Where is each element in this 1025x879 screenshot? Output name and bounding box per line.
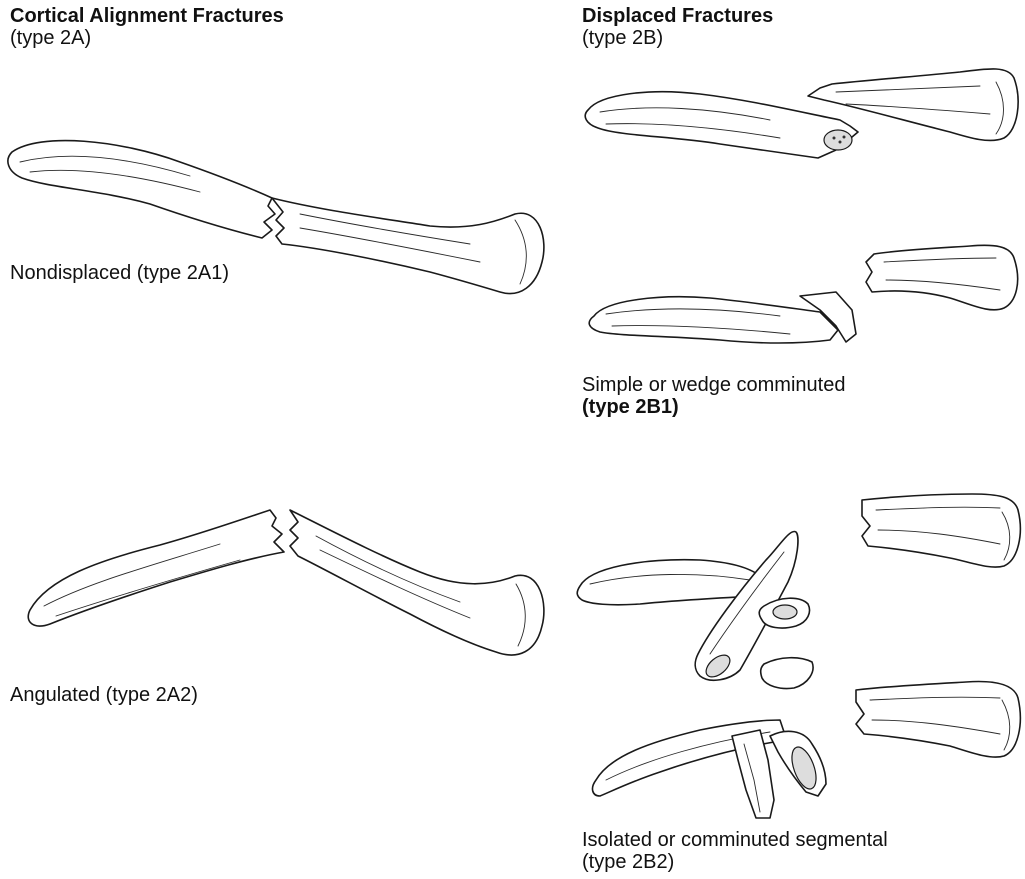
wedge-left-fragment: [589, 297, 838, 343]
nondisplaced-distal-fragment: [272, 198, 544, 294]
comminuted-chip: [761, 658, 813, 689]
bone-wedge-2b1: [589, 245, 1017, 343]
displaced-left-marrow: [824, 130, 852, 150]
bone-displaced-2b: [585, 69, 1018, 158]
angulated-distal-fragment: [290, 510, 544, 655]
segmental-loose-marrow: [773, 605, 797, 619]
bone-segmental-lower: [593, 658, 1021, 818]
nondisplaced-proximal-fragment: [8, 141, 275, 238]
comminuted-right-fragment: [856, 682, 1020, 758]
segmental-upper-right-fragment: [862, 494, 1020, 567]
angulated-proximal-fragment: [28, 510, 284, 626]
bone-segmental-upper: [577, 494, 1020, 681]
bone-nondisplaced: [8, 141, 544, 294]
bone-angulated: [28, 510, 544, 655]
displaced-left-fragment: [585, 92, 858, 158]
wedge-right-fragment: [866, 245, 1018, 310]
